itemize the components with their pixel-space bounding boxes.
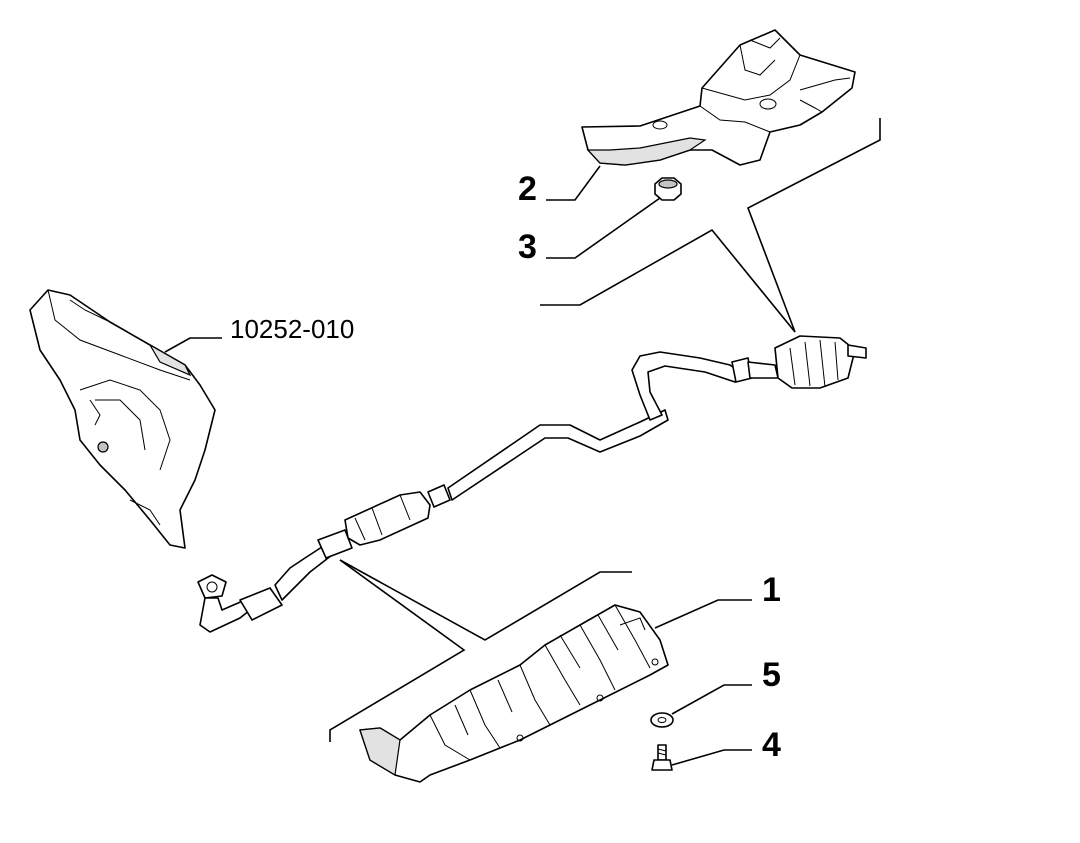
washer: [650, 712, 674, 728]
bolt: [651, 744, 673, 771]
label-ref-code: 10252-010: [230, 314, 354, 344]
label-part-5: 5: [762, 656, 781, 694]
label-part-2: 2: [518, 170, 537, 208]
rear-heat-shield: [581, 29, 856, 166]
nut: [654, 177, 682, 201]
label-part-4: 4: [762, 726, 781, 764]
label-part-3: 3: [518, 228, 537, 266]
label-part-1: 1: [762, 571, 781, 609]
manifold-heat-shield: [29, 289, 216, 549]
leader-lines: [164, 118, 881, 766]
exhaust-pipe: [197, 335, 867, 633]
tunnel-heat-shield: [359, 604, 669, 783]
part-labels: 2 3 10252-010 1 5 4: [230, 170, 781, 764]
